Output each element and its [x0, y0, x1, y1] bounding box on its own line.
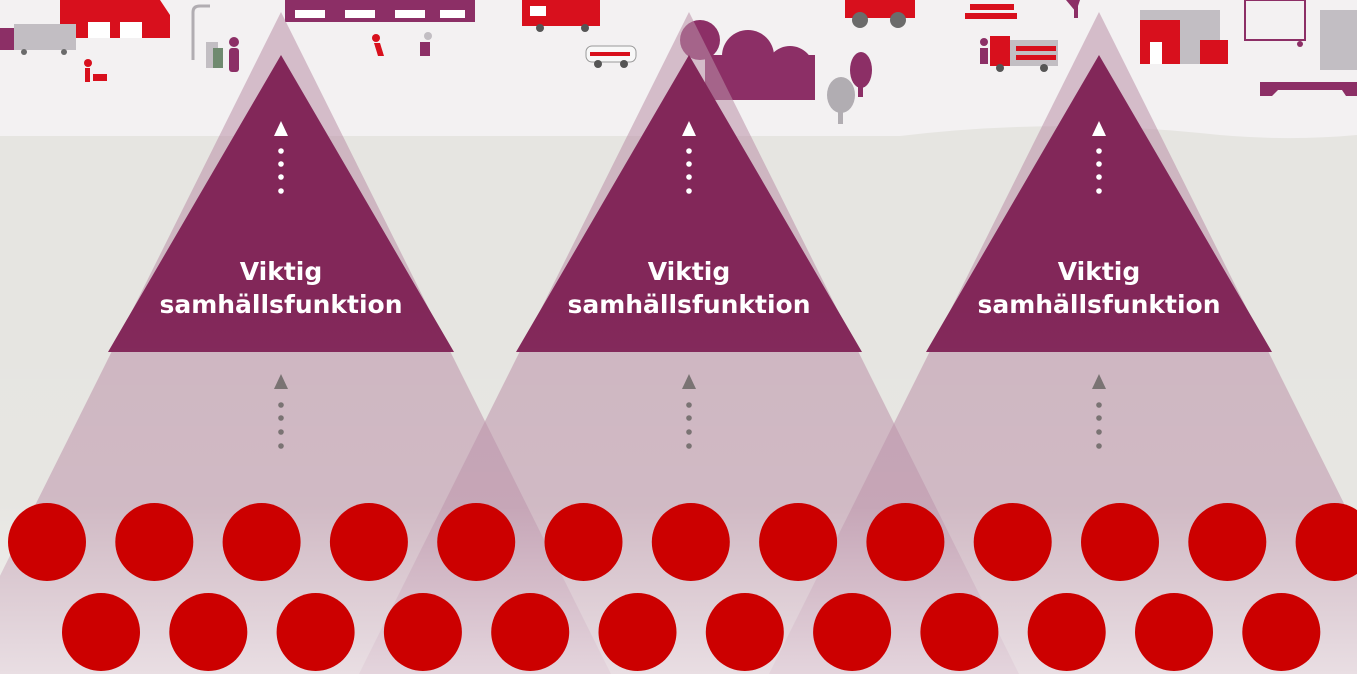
- node-label-2-line1: Viktig: [647, 257, 731, 286]
- arrow-dot: [278, 443, 284, 449]
- dependency-dot: [544, 503, 623, 581]
- factory-icon: [285, 0, 475, 22]
- node-label-3-line2: samhällsfunktion: [977, 290, 1221, 319]
- arrow-dot: [278, 148, 284, 154]
- dependency-dot: [115, 503, 194, 581]
- dependency-dot: [973, 503, 1052, 581]
- arrow-dot: [1096, 148, 1102, 154]
- arrow-dot: [278, 161, 284, 167]
- arrow-dot: [686, 148, 692, 154]
- building-icon: [1140, 10, 1228, 64]
- arrow-dot: [686, 161, 692, 167]
- node-label-2: Viktig samhällsfunktion: [519, 255, 859, 321]
- arrow-dot: [278, 188, 284, 194]
- shopper-icon: [84, 59, 107, 82]
- arrow-dot: [278, 415, 284, 421]
- truck-icon: [0, 24, 76, 55]
- police-car-icon: [585, 45, 637, 68]
- dependency-dot: [1242, 593, 1321, 671]
- arrow-dot: [686, 188, 692, 194]
- warehouse-icon: [60, 0, 170, 38]
- arrow-head-up-2: [682, 121, 696, 136]
- arrow-dot: [278, 174, 284, 180]
- fuel-pump-icon: [206, 42, 223, 68]
- crowd-icon: [965, 4, 1017, 19]
- dependency-dot: [759, 503, 838, 581]
- dependency-dot: [705, 593, 784, 671]
- arrow-dot: [686, 174, 692, 180]
- arrow-dot: [686, 429, 692, 435]
- node-label-1: Viktig samhällsfunktion: [111, 255, 451, 321]
- arrow-dot: [1096, 443, 1102, 449]
- dependency-dot: [491, 593, 570, 671]
- fence-icon: [1244, 0, 1357, 70]
- dependency-dot: [62, 593, 140, 671]
- arrow-dot: [1096, 415, 1102, 421]
- dependency-dot: [222, 503, 301, 581]
- dependency-arrow-head-2: [682, 374, 696, 389]
- dependency-dot: [1295, 503, 1357, 581]
- runner-icon: [372, 32, 432, 56]
- dependency-dot: [1188, 503, 1267, 581]
- dependency-dot: [169, 593, 248, 671]
- arrow-dot: [1096, 174, 1102, 180]
- street-lamp-icon: [191, 4, 210, 60]
- fire-truck-icon: [522, 0, 600, 32]
- delivery-truck-icon: [980, 36, 1058, 72]
- node-label-1-line2: samhällsfunktion: [159, 290, 403, 319]
- arrow-dot: [686, 402, 692, 408]
- arrow-dot: [1096, 161, 1102, 167]
- arrow-group: [274, 121, 1106, 449]
- dependency-dot: [1027, 593, 1106, 671]
- arrow-dot: [278, 429, 284, 435]
- dependency-dot: [8, 503, 86, 581]
- arrow-head-up-3: [1092, 121, 1106, 136]
- function-triangle-1: [108, 55, 454, 352]
- node-label-3: Viktig samhällsfunktion: [929, 255, 1269, 321]
- tree-icon: [1066, 0, 1080, 18]
- bridge-icon: [1260, 82, 1357, 96]
- arrow-dot: [278, 402, 284, 408]
- arrow-dot: [686, 415, 692, 421]
- node-label-2-line2: samhällsfunktion: [567, 290, 811, 319]
- dependency-dot: [383, 593, 462, 671]
- dependency-dots: [8, 503, 1357, 671]
- dependency-dot: [866, 503, 945, 581]
- function-triangle-2: [516, 55, 862, 352]
- node-label-3-line1: Viktig: [1057, 257, 1141, 286]
- arrow-dot: [1096, 429, 1102, 435]
- arrow-dot: [1096, 402, 1102, 408]
- person-icon: [229, 37, 239, 72]
- arrow-dot: [686, 443, 692, 449]
- dependency-dot: [598, 593, 677, 671]
- dependency-dot: [1135, 593, 1213, 671]
- dependency-arrow-head-3: [1092, 374, 1106, 389]
- tree-icon: [827, 52, 872, 124]
- dependency-dot: [1081, 503, 1159, 581]
- arrow-head-up-1: [274, 121, 288, 136]
- dependency-arrow-head-1: [274, 374, 288, 389]
- dependency-dot: [813, 593, 892, 671]
- node-label-1-line1: Viktig: [239, 257, 323, 286]
- dependency-dot: [276, 593, 355, 671]
- dependency-dot: [920, 593, 999, 671]
- tractor-icon: [845, 0, 915, 28]
- arrow-dot: [1096, 188, 1102, 194]
- function-triangle-3: [926, 55, 1272, 352]
- dependency-dot: [437, 503, 516, 581]
- dependency-dot: [651, 503, 730, 581]
- dependency-dot: [329, 503, 408, 581]
